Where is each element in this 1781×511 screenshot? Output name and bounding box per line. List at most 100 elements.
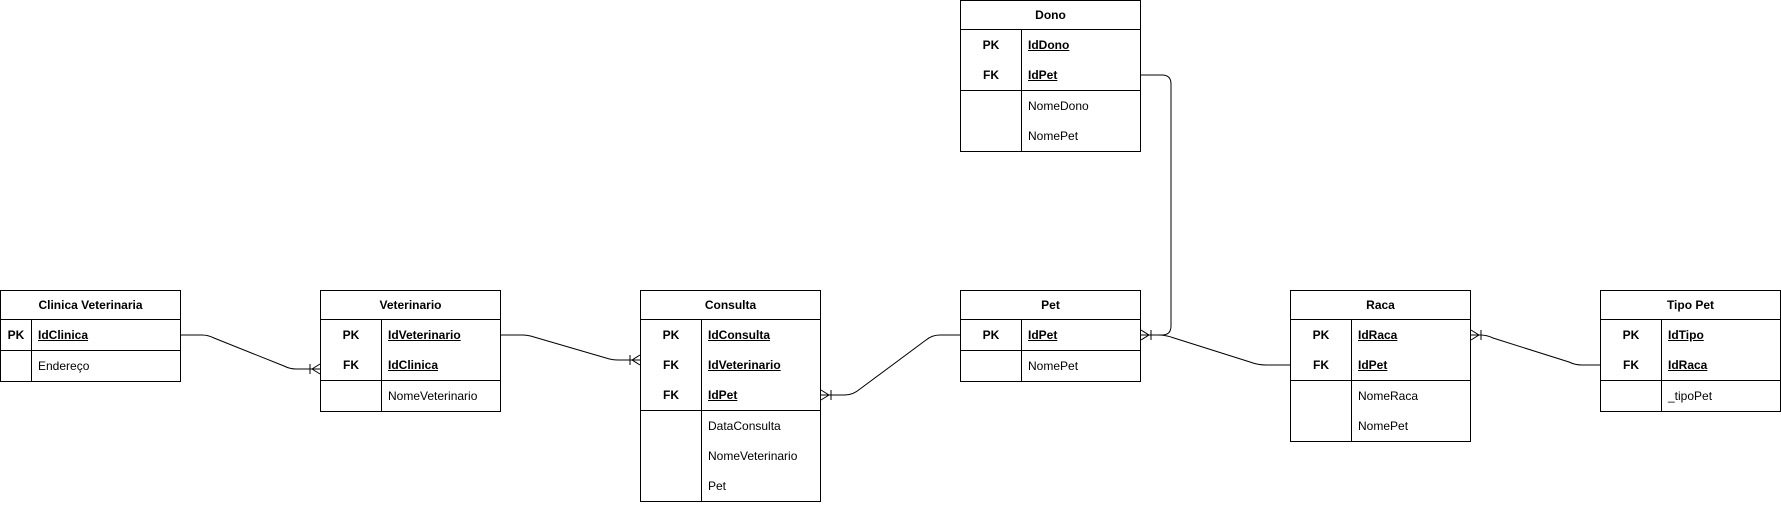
attribute-row[interactable]: DataConsulta <box>641 411 820 441</box>
table-title: Consulta <box>641 291 820 320</box>
attribute-field-name: NomePet <box>1028 359 1079 373</box>
key-row[interactable]: PK IdTipo <box>1601 320 1780 350</box>
key-row[interactable]: FK IdClinica <box>321 350 500 380</box>
table-title: Veterinario <box>321 291 500 320</box>
key-field-name: IdRaca <box>1668 358 1708 372</box>
key-field-name: IdVeterinario <box>388 328 461 342</box>
attribute-field-name: Pet <box>708 479 727 493</box>
attribute-row[interactable]: NomeVeterinario <box>641 441 820 471</box>
key-type: FK <box>1623 358 1639 372</box>
attribute-row[interactable]: NomeRaca <box>1291 381 1470 411</box>
attribute-row[interactable]: _tipoPet <box>1601 381 1780 411</box>
key-type: FK <box>343 358 359 372</box>
attribute-row[interactable]: NomeVeterinario <box>321 381 500 411</box>
key-field-name: IdTipo <box>1668 328 1704 342</box>
raca-to-pet-line <box>1141 334 1290 366</box>
attribute-section: _tipoPet <box>1601 381 1780 411</box>
key-row[interactable]: PK IdConsulta <box>641 320 820 350</box>
key-row[interactable]: PK IdVeterinario <box>321 320 500 350</box>
tipo-pet-to-raca-line <box>1471 334 1600 366</box>
key-type: PK <box>982 328 1000 342</box>
key-type: PK <box>1312 328 1330 342</box>
many-marker <box>629 354 641 366</box>
key-field-name: IdRaca <box>1358 328 1398 342</box>
key-field-name: IdPet <box>1028 68 1058 82</box>
key-row[interactable]: FK IdPet <box>1291 350 1470 380</box>
table-title: Clinica Veterinaria <box>1 291 180 320</box>
key-field-name: IdPet <box>1028 328 1058 342</box>
veterinario-to-consulta-line <box>501 334 640 361</box>
attribute-field-name: Endereço <box>38 359 90 373</box>
attribute-field-name: NomeVeterinario <box>388 389 478 403</box>
key-row[interactable]: PK IdRaca <box>1291 320 1470 350</box>
key-type: FK <box>983 68 999 82</box>
key-row[interactable]: FK IdRaca <box>1601 350 1780 380</box>
pet-to-consulta-line <box>821 334 960 396</box>
attribute-section: NomePet <box>961 351 1140 381</box>
many-marker <box>309 363 321 375</box>
key-type: FK <box>663 388 679 402</box>
key-type: PK <box>7 328 25 342</box>
clinica-to-veterinario-line <box>181 334 320 370</box>
attribute-section: NomeVeterinario <box>321 381 500 411</box>
table-title: Tipo Pet <box>1601 291 1780 320</box>
attribute-row[interactable]: NomePet <box>961 351 1140 381</box>
key-type: PK <box>342 328 360 342</box>
key-field-name: IdClinica <box>38 328 89 342</box>
key-type: FK <box>1313 358 1329 372</box>
attribute-field-name: _tipoPet <box>1668 389 1713 403</box>
key-section: PK IdClinica <box>1 320 180 351</box>
attribute-row[interactable]: NomePet <box>961 121 1140 151</box>
many-marker <box>1470 329 1482 341</box>
table-title: Dono <box>961 1 1140 30</box>
attribute-field-name: NomeRaca <box>1358 389 1419 403</box>
attribute-row[interactable]: NomeDono <box>961 91 1140 121</box>
key-field-name: IdDono <box>1028 38 1070 52</box>
key-field-name: IdConsulta <box>708 328 770 342</box>
key-row[interactable]: PK IdPet <box>961 320 1140 350</box>
attribute-field-name: NomeVeterinario <box>708 449 798 463</box>
key-row[interactable]: FK IdPet <box>961 60 1140 90</box>
key-section: PK IdPet <box>961 320 1140 351</box>
attribute-row[interactable]: Pet <box>641 471 820 501</box>
attribute-field-name: NomeDono <box>1028 99 1089 113</box>
many-marker <box>820 389 832 401</box>
key-row[interactable]: FK IdVeterinario <box>641 350 820 380</box>
key-type: PK <box>982 38 1000 52</box>
key-row[interactable]: PK IdClinica <box>1 320 180 350</box>
dono-to-pet-line <box>1141 74 1172 336</box>
key-row[interactable]: PK IdDono <box>961 30 1140 60</box>
attribute-row[interactable]: Endereço <box>1 351 180 381</box>
attribute-field-name: DataConsulta <box>708 419 781 433</box>
table-title: Pet <box>961 291 1140 320</box>
key-type: FK <box>663 358 679 372</box>
attribute-field-name: NomePet <box>1358 419 1409 433</box>
attribute-field-name: NomePet <box>1028 129 1079 143</box>
table-title: Raca <box>1291 291 1470 320</box>
attribute-section: Endereço <box>1 351 180 381</box>
key-type: PK <box>1622 328 1640 342</box>
key-field-name: IdPet <box>1358 358 1388 372</box>
key-field-name: IdVeterinario <box>708 358 781 372</box>
key-row[interactable]: FK IdPet <box>641 380 820 410</box>
key-field-name: IdPet <box>708 388 738 402</box>
key-type: PK <box>662 328 680 342</box>
key-field-name: IdClinica <box>388 358 439 372</box>
attribute-row[interactable]: NomePet <box>1291 411 1470 441</box>
